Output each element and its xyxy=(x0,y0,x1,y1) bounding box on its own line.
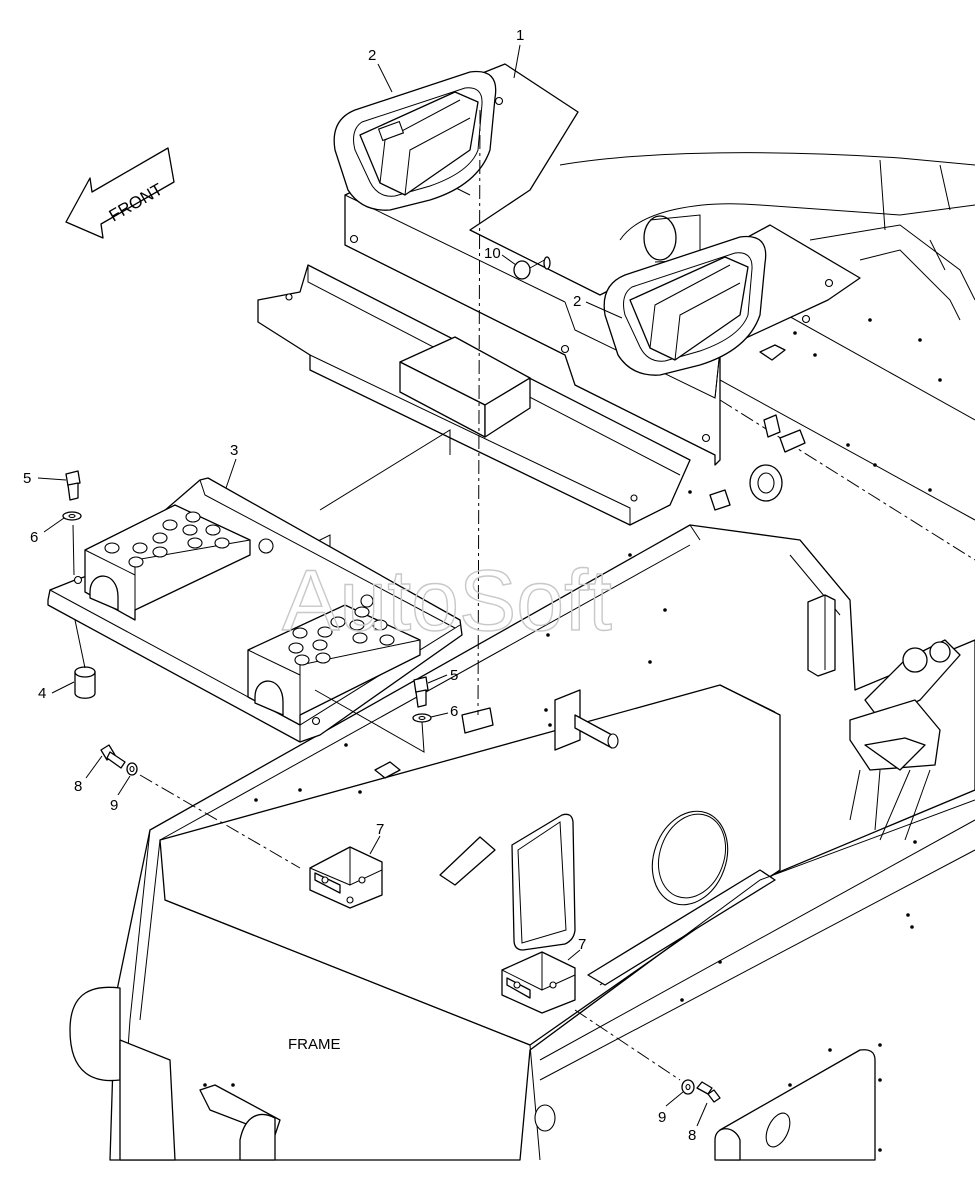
callout-4: 4 xyxy=(38,685,46,702)
rubber-mount-part-4 xyxy=(74,619,96,699)
watermark-text: AutoSoft xyxy=(282,553,612,649)
bolt-washer-set-right xyxy=(314,676,432,753)
callout-1: 1 xyxy=(516,27,524,44)
callout-8-lower: 8 xyxy=(688,1127,696,1144)
callout-9-upper: 9 xyxy=(110,797,118,814)
frame-label: FRAME xyxy=(288,1036,341,1053)
step-plate xyxy=(47,477,463,743)
front-direction-arrow: FRONT xyxy=(65,147,175,239)
callout-5-right: 5 xyxy=(450,667,458,684)
callout-7-lower: 7 xyxy=(578,936,586,953)
callout-9-lower: 9 xyxy=(658,1109,666,1126)
callout-2-right: 2 xyxy=(573,293,581,310)
callout-6-right: 6 xyxy=(450,703,458,720)
small-blocks xyxy=(709,414,806,511)
main-frame xyxy=(69,318,975,1161)
plug-part-10 xyxy=(513,256,551,280)
hand-grip-left xyxy=(333,70,497,211)
bolt-washer-set-8-9-upper xyxy=(100,744,301,869)
callout-2-top: 2 xyxy=(368,47,376,64)
hand-grip-right xyxy=(603,235,767,376)
callout-6-left: 6 xyxy=(30,529,38,546)
callout-7-upper: 7 xyxy=(376,821,384,838)
callout-5-left: 5 xyxy=(23,470,31,487)
callouts: 1 2 2 3 4 5 5 6 6 7 7 8 8 xyxy=(23,27,708,1144)
bolt-washer-set-8-9-lower xyxy=(574,1009,721,1103)
assembly-centerline xyxy=(477,109,481,716)
bracket-part-7-upper xyxy=(309,846,383,909)
tray-sheet xyxy=(257,264,691,570)
callout-8-upper: 8 xyxy=(74,778,82,795)
bracket-part-7-lower xyxy=(501,951,576,1014)
callout-3: 3 xyxy=(230,442,238,459)
callout-10: 10 xyxy=(484,245,501,262)
machine-background xyxy=(559,152,975,561)
bolt-washer-set-left xyxy=(62,470,82,576)
